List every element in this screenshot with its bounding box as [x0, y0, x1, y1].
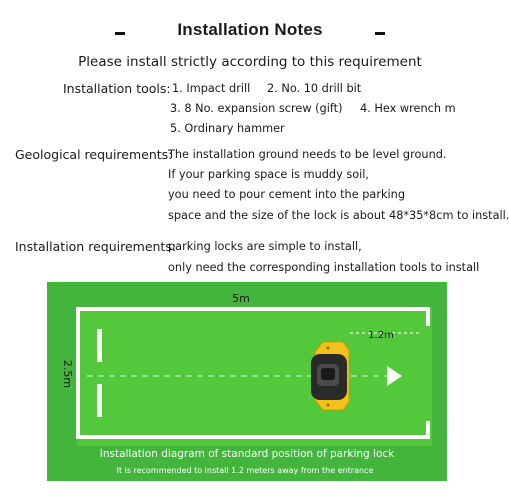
install-label: Installation requirements: [15, 239, 177, 254]
stop-bar-top [97, 329, 102, 362]
tool-item: 4. Hex wrench m [360, 102, 456, 115]
parking-lock-icon [311, 341, 350, 411]
install-line: only need the corresponding installation… [168, 261, 480, 274]
parking-space-outline [76, 307, 430, 439]
tool-item: 5. Ordinary hammer [170, 122, 285, 135]
geology-line: If your parking space is muddy soil, [168, 168, 370, 181]
geology-line: The installation ground needs to be leve… [168, 148, 447, 161]
title-row: Installation Notes [0, 20, 500, 46]
geology-line: you need to pour cement into the parking [168, 188, 405, 201]
diagram-note: It is recommended to install 1.2 meters … [117, 466, 374, 475]
parking-diagram-svg: 5m 1.2m 2.5m Installation diagram of sta… [47, 282, 447, 481]
page-subtitle: Please install strictly according to thi… [78, 54, 422, 70]
tool-item: 2. No. 10 drill bit [267, 82, 362, 95]
length-label: 5m [232, 292, 250, 305]
distance-label: 1.2m [368, 330, 394, 341]
geology-line: space and the size of the lock is about … [168, 209, 509, 222]
width-label: 2.5m [61, 360, 74, 388]
title-dash-right [375, 32, 385, 35]
geology-label: Geological requirements: [15, 147, 173, 162]
title-dash-left [115, 32, 125, 35]
parking-diagram: 5m 1.2m 2.5m Installation diagram of sta… [47, 282, 447, 481]
diagram-caption: Installation diagram of standard positio… [100, 448, 395, 460]
stop-bar-bottom [97, 384, 102, 417]
entrance-arrow-icon [387, 366, 402, 386]
tool-item: 3. 8 No. expansion screw (gift) [170, 102, 343, 115]
tool-item: 1. Impact drill [172, 82, 251, 95]
tools-label: Installation tools: [63, 81, 171, 96]
page-title: Installation Notes [177, 20, 323, 39]
install-line: parking locks are simple to install, [168, 240, 362, 253]
